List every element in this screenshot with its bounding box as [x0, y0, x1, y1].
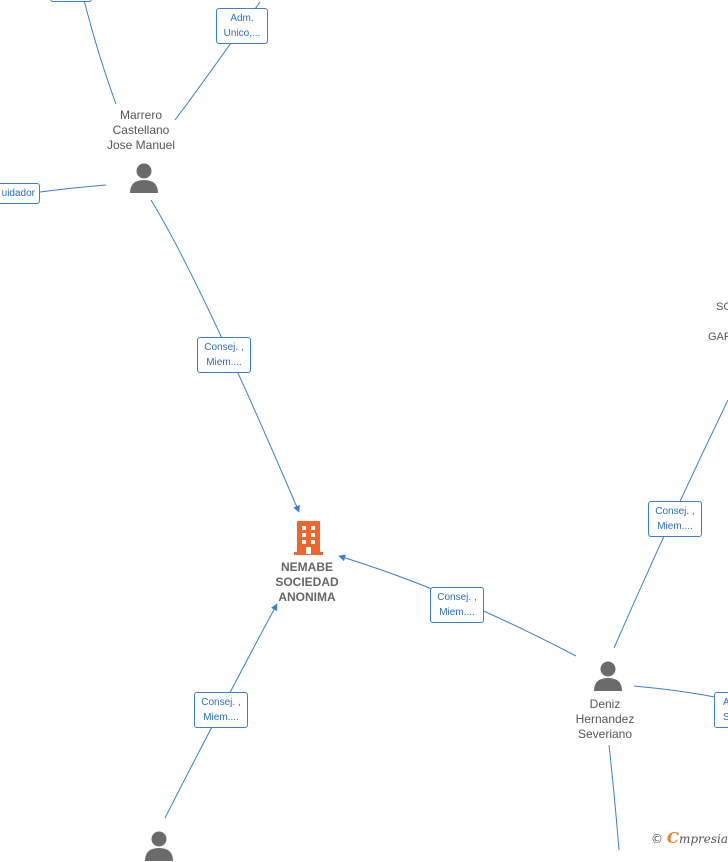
- relation-line-1: Adm.: [230, 13, 254, 24]
- offscreen-label-line-2: GAR: [708, 331, 728, 343]
- empresia-watermark: ©Cmpresia: [651, 829, 728, 847]
- name-line: Castellano: [112, 123, 170, 137]
- person-icon[interactable]: [129, 162, 159, 194]
- relation-line-1: Consej. ,: [201, 697, 241, 708]
- relation-box-consej-deniz[interactable]: Consej. , Miem....: [430, 587, 484, 623]
- relation-line-1: Consej. ,: [437, 592, 477, 603]
- relation-box-adm-unico[interactable]: Adm. Unico,...: [216, 8, 268, 44]
- relation-box-consej-marrero[interactable]: Consej. , Miem....: [197, 337, 251, 373]
- relation-box-right-partial[interactable]: A S: [714, 692, 728, 728]
- brand-name: mpresia: [678, 832, 728, 846]
- name-line: Hernandez: [575, 712, 635, 726]
- relation-line-1: uidador: [1, 188, 35, 199]
- name-line: Severiano: [577, 727, 633, 741]
- relation-line-2: Miem....: [439, 607, 475, 618]
- relation-line-2: Miem....: [203, 712, 239, 723]
- relation-box-top-partial[interactable]: [50, 0, 92, 2]
- edge-marrero-top: [83, 0, 117, 105]
- relation-line-2: S: [723, 712, 728, 723]
- person-name-marrero[interactable]: Marrero Castellano Jose Manuel: [81, 108, 201, 153]
- relation-line-2: Miem....: [657, 521, 693, 532]
- company-building-icon[interactable]: [294, 521, 323, 555]
- edge-marrero-company: [150, 199, 300, 513]
- person-name-deniz[interactable]: Deniz Hernandez Severiano: [545, 697, 665, 742]
- copyright-icon: ©: [650, 832, 663, 846]
- company-name[interactable]: NEMABE SOCIEDAD ANONIMA: [252, 560, 362, 605]
- relation-line-1: A: [723, 697, 728, 708]
- relation-line-1: Consej. ,: [655, 506, 695, 517]
- relation-line-2: Unico,...: [223, 28, 261, 39]
- offscreen-label-line-1: SC: [716, 301, 728, 313]
- name-line: Deniz: [589, 697, 621, 711]
- person-icon[interactable]: [593, 660, 623, 692]
- name-line: Marrero: [119, 108, 162, 122]
- relation-line-2: Miem....: [206, 357, 242, 368]
- relation-box-consej-bottom[interactable]: Consej. , Miem....: [194, 692, 248, 728]
- company-name-line: NEMABE: [280, 560, 333, 574]
- company-name-line: ANONIMA: [278, 590, 336, 604]
- edge-deniz-down: [608, 744, 620, 850]
- name-line: Jose Manuel: [106, 138, 176, 152]
- edge-marrero-liquidador: [39, 184, 107, 193]
- brand-initial: C: [666, 829, 679, 847]
- edge-deniz-right: [633, 685, 721, 699]
- relation-line-1: Consej. ,: [204, 342, 244, 353]
- relation-box-liquidador[interactable]: uidador: [0, 183, 40, 204]
- person-icon[interactable]: [144, 830, 174, 862]
- relation-box-consej-right[interactable]: Consej. , Miem....: [648, 501, 702, 537]
- company-name-line: SOCIEDAD: [275, 575, 339, 589]
